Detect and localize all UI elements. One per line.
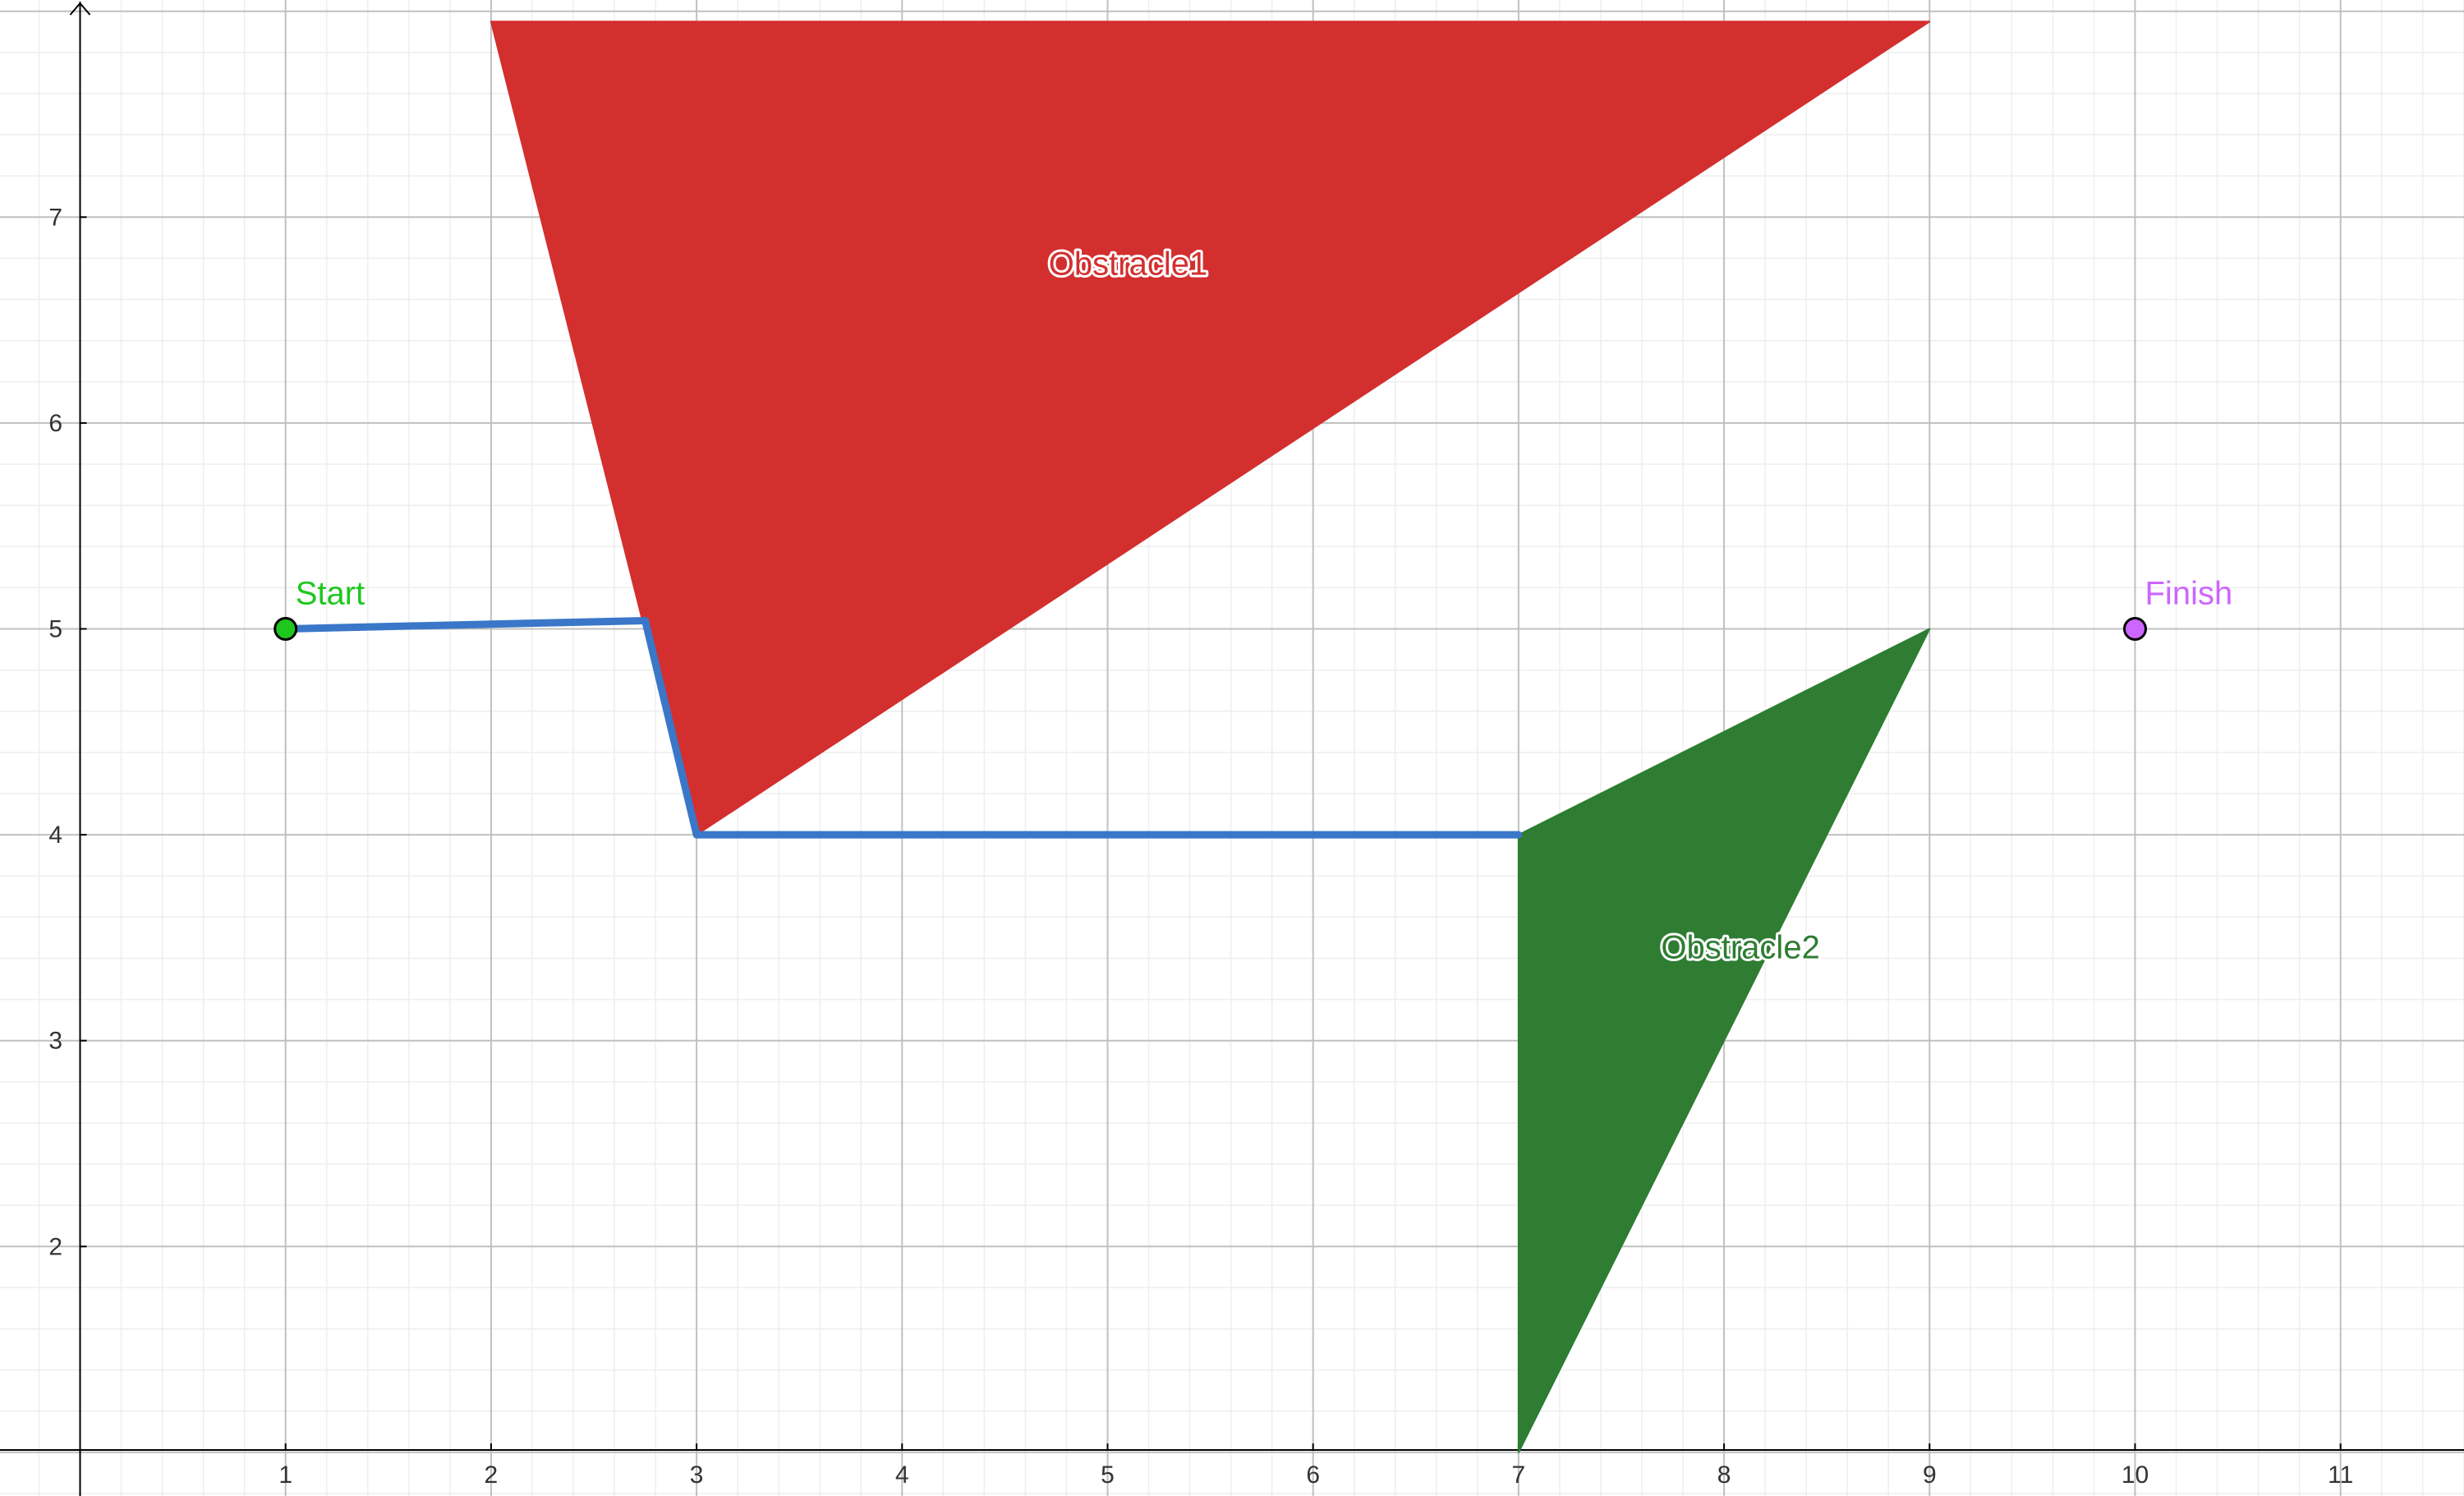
x-tick-label: 11	[2328, 1461, 2353, 1489]
y-tick-label: 3	[48, 1028, 62, 1055]
x-tick-label: 8	[1717, 1461, 1731, 1489]
route-polyline[interactable]	[282, 616, 1523, 839]
y-tick-label: 5	[48, 616, 62, 643]
x-tick-label: 5	[1101, 1461, 1115, 1489]
point-finish[interactable]	[2123, 617, 2147, 641]
polygons[interactable]	[490, 21, 1931, 1453]
x-tick-label: 9	[1923, 1461, 1937, 1489]
point-start[interactable]	[274, 617, 298, 641]
x-tick-label: 1	[278, 1461, 292, 1489]
point-label-finish: Finish	[2145, 576, 2233, 612]
polygon-obstracle1[interactable]	[490, 21, 1931, 836]
points[interactable]	[274, 617, 2147, 641]
point-label-start: Start	[296, 576, 365, 612]
route-path[interactable]	[282, 616, 1523, 839]
polygon-label-obstracle2: Obstracle2	[1661, 929, 1819, 965]
x-tick-label: 4	[895, 1461, 909, 1489]
y-axis-arrow-icon	[69, 2, 91, 16]
y-tick-label: 6	[48, 410, 62, 437]
polygon-obstracle2[interactable]	[1517, 628, 1931, 1453]
x-tick-label: 2	[485, 1461, 499, 1489]
y-tick-label: 7	[48, 204, 62, 231]
x-tick-label: 3	[690, 1461, 704, 1489]
y-tick-label: 4	[48, 822, 62, 849]
x-tick-label: 6	[1306, 1461, 1320, 1489]
polygon-label-obstracle1: Obstracle1	[1049, 246, 1207, 282]
y-tick-label: 2	[48, 1233, 62, 1260]
x-tick-label: 10	[2122, 1461, 2149, 1489]
x-tick-label: 7	[1512, 1461, 1526, 1489]
